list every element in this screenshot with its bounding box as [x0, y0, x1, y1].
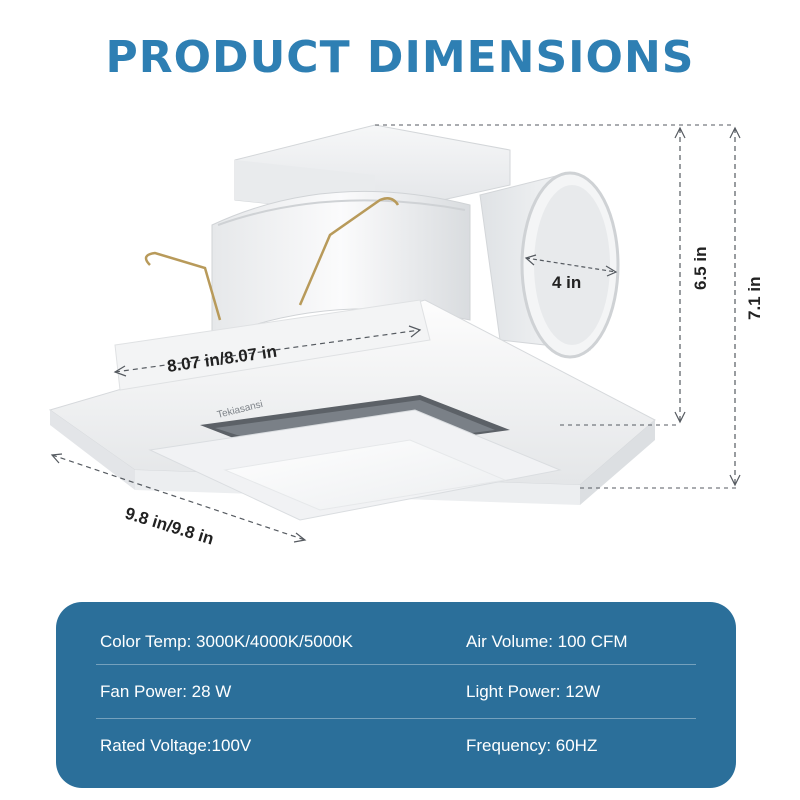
exhaust-fan-illustration: Tekiasansi 4 in 6.5 in 7.1 in 8.07 in/8.… — [48, 124, 764, 549]
spec-divider — [96, 664, 696, 665]
spec-fan-power: Fan Power: 28 W — [100, 682, 232, 701]
dimension-outer-size-label: 9.8 in/9.8 in — [123, 504, 216, 549]
spec-divider — [96, 718, 696, 719]
dimension-height-total-label: 7.1 in — [745, 277, 764, 320]
spec-row: Fan Power: 28 W Light Power: 12W — [56, 662, 736, 722]
grille-frame — [48, 299, 656, 505]
dimension-height-body-label: 6.5 in — [691, 247, 710, 290]
spec-air-volume: Air Volume: 100 CFM — [466, 632, 628, 651]
duct-collar — [479, 171, 620, 359]
spec-row: Color Temp: 3000K/4000K/5000K Air Volume… — [56, 612, 736, 672]
spec-row: Rated Voltage:100V Frequency: 60HZ — [56, 716, 736, 776]
page-title: PRODUCT DIMENSIONS — [105, 32, 695, 83]
mounting-wire-left — [144, 251, 222, 321]
specifications-panel: Color Temp: 3000K/4000K/5000K Air Volume… — [56, 602, 736, 788]
spec-rated-voltage: Rated Voltage:100V — [100, 736, 252, 755]
light-panel — [148, 409, 562, 521]
dimension-duct-label: 4 in — [552, 273, 581, 292]
spec-frequency: Frequency: 60HZ — [466, 736, 598, 755]
housing-top-box — [234, 124, 511, 216]
spec-light-power: Light Power: 12W — [466, 682, 601, 701]
spec-color-temp: Color Temp: 3000K/4000K/5000K — [100, 632, 353, 651]
dimension-lines — [50, 124, 741, 543]
mounting-wire-right — [298, 197, 400, 306]
